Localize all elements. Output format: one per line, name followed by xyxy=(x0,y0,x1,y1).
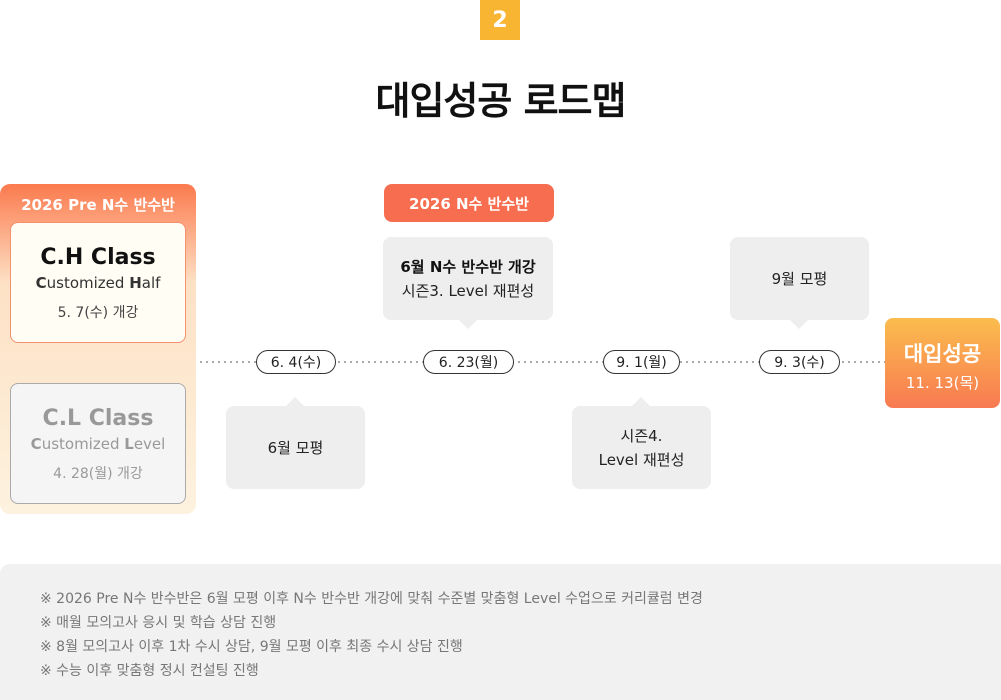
notes-panel xyxy=(0,564,1001,700)
page-title: 대입성공 로드맵 xyxy=(375,79,627,123)
milestone-note-line2: Level 재편성 xyxy=(598,450,685,469)
bubble-pointer xyxy=(790,320,808,329)
note-line: ※ 8월 모의고사 이후 1차 수시 상담, 9월 모평 이후 최종 수시 상담… xyxy=(40,639,463,655)
milestone-note-line1: 시즌4. xyxy=(620,426,663,445)
date-pill-june-4: 6. 4(수) xyxy=(256,350,336,374)
ch-class-card: C.H Class Customized Half 5. 7(수) 개강 xyxy=(10,222,186,343)
date-pill-sept-3: 9. 3(수) xyxy=(759,350,840,374)
bubble-pointer xyxy=(459,320,477,329)
goal-title: 대입성공 xyxy=(903,342,982,366)
goal-box: 대입성공 11. 13(목) xyxy=(885,318,1000,408)
n-class-tag: 2026 N수 반수반 xyxy=(384,184,554,222)
bubble-pointer xyxy=(286,397,304,406)
goal-date: 11. 13(목) xyxy=(905,374,980,392)
cl-class-card: C.L Class Customized Level 4. 28(월) 개강 xyxy=(10,383,186,504)
date-pill-june-23: 6. 23(월) xyxy=(423,350,514,374)
ch-class-subtitle: Customized Half xyxy=(35,274,161,292)
milestone-bubble-sept-mock: 9월 모평 xyxy=(730,237,869,320)
date-pill-sept-1: 9. 1(월) xyxy=(603,350,680,374)
note-line: ※ 2026 Pre N수 반수반은 6월 모평 이후 N수 반수반 개강에 맞… xyxy=(40,591,703,607)
milestone-bubble-june-start: 6월 N수 반수반 개강 시즌3. Level 재편성 xyxy=(383,237,553,320)
cl-class-name: C.L Class xyxy=(42,406,154,431)
milestone-title: 6월 N수 반수반 개강 xyxy=(400,257,536,276)
bubble-pointer xyxy=(632,397,650,406)
note-line: ※ 매월 모의고사 응시 및 학습 상담 진행 xyxy=(40,615,277,631)
milestone-note: 9월 모평 xyxy=(771,269,828,288)
step-number-badge: 2 xyxy=(480,0,520,40)
pre-class-panel-title: 2026 Pre N수 반수반 xyxy=(21,196,175,214)
ch-class-date: 5. 7(수) 개강 xyxy=(57,305,139,321)
cl-class-subtitle: Customized Level xyxy=(30,435,166,453)
milestone-bubble-season4: 시즌4. Level 재편성 xyxy=(572,406,711,489)
cl-class-date: 4. 28(월) 개강 xyxy=(53,466,143,482)
milestone-note: 시즌3. Level 재편성 xyxy=(401,281,535,300)
milestone-bubble-june-mock: 6월 모평 xyxy=(226,406,365,489)
note-line: ※ 수능 이후 맞춤형 정시 컨설팅 진행 xyxy=(40,663,259,679)
ch-class-name: C.H Class xyxy=(40,245,156,270)
milestone-note: 6월 모평 xyxy=(267,438,324,457)
